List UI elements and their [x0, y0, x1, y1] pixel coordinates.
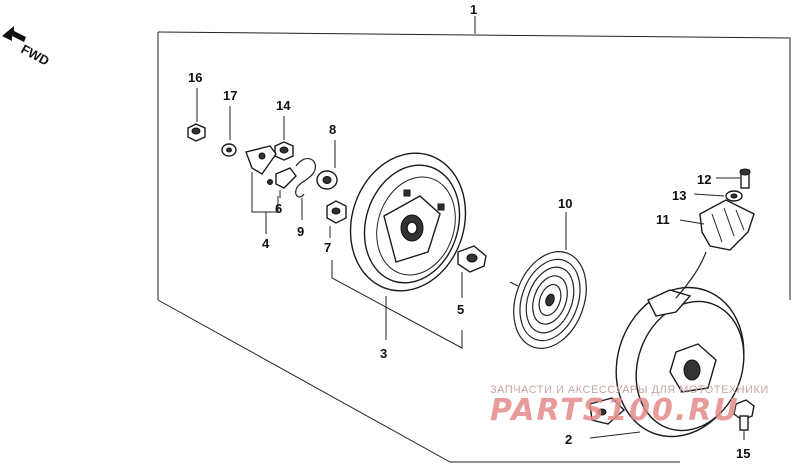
callout-10: 10	[558, 196, 572, 211]
callout-7: 7	[324, 240, 331, 255]
part-6-pawl-spring	[267, 167, 297, 189]
part-13-washer	[725, 190, 743, 202]
part-7-nut	[326, 200, 347, 224]
part-17-washer	[221, 143, 237, 157]
watermark-subtitle: ЗАПЧАСТИ И АКСЕССУАРЫ ДЛЯ МОТОТЕХНИКИ	[490, 384, 769, 396]
callout-4: 4	[262, 236, 270, 251]
part-15-bolt	[733, 399, 755, 431]
leader-4-bracket	[251, 172, 279, 213]
callout-12: 12	[697, 172, 711, 187]
callout-1: 1	[470, 2, 477, 17]
callout-9: 9	[297, 224, 304, 239]
callout-6: 6	[275, 201, 282, 216]
part-3-reel-pulley	[349, 152, 467, 292]
part-4-ratchet-pawl	[245, 145, 277, 175]
callout-8: 8	[329, 122, 336, 137]
leader-3-bracket	[331, 260, 463, 349]
callout-15: 15	[736, 446, 750, 461]
callout-13: 13	[672, 188, 686, 203]
part-14-nut	[274, 141, 294, 161]
part-11-starter-grip	[699, 199, 755, 251]
part-9-spring-clip	[295, 157, 316, 198]
leader-11	[679, 219, 705, 225]
callout-16: 16	[188, 70, 202, 85]
leader-13	[693, 193, 725, 197]
fwd-arrow-icon	[2, 26, 26, 42]
callout-14: 14	[276, 98, 291, 113]
watermark-brand: PARTS100.RU	[490, 393, 740, 428]
part-8-washer	[316, 170, 338, 190]
callout-3: 3	[380, 346, 387, 361]
part-5-collar	[457, 245, 487, 273]
callout-17: 17	[223, 88, 237, 103]
part-2-starter-case	[589, 286, 745, 438]
assembly-frame	[157, 31, 791, 463]
callout-5: 5	[457, 302, 464, 317]
starter-rope	[675, 251, 707, 299]
callout-11: 11	[656, 212, 670, 227]
callout-2: 2	[565, 432, 572, 447]
fwd-label: FWD	[19, 41, 52, 68]
leader-2	[589, 431, 641, 439]
part-16-nut	[187, 123, 206, 142]
part-10-recoil-spring	[509, 250, 587, 350]
part-12-screw	[739, 168, 751, 189]
